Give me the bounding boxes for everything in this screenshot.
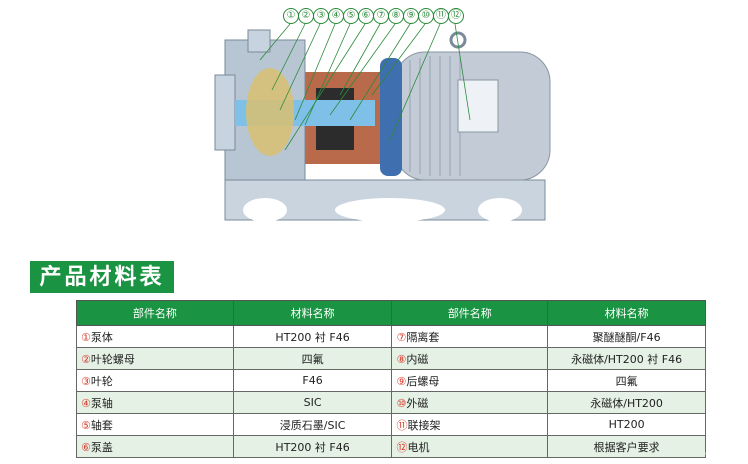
callout-1: ① xyxy=(283,8,299,24)
table-header-row: 部件名称 材料名称 部件名称 材料名称 xyxy=(76,300,706,326)
callout-3: ③ xyxy=(313,8,329,24)
base-cutout xyxy=(243,198,287,222)
base-cutout xyxy=(478,198,522,222)
part-cell: ①泵体 xyxy=(76,325,234,348)
part-number: ⑨ xyxy=(396,374,407,388)
impeller xyxy=(246,68,294,156)
material-cell: 永磁体/HT200 xyxy=(547,391,706,414)
header-material-name: 材料名称 xyxy=(232,300,393,326)
part-name: 后螺母 xyxy=(406,374,440,388)
material-cell: 四氟 xyxy=(547,369,706,392)
part-cell: ⑩外磁 xyxy=(391,391,549,414)
callout-6: ⑥ xyxy=(358,8,374,24)
part-name: 隔离套 xyxy=(406,330,440,344)
part-name: 联接架 xyxy=(407,418,441,432)
material-cell: HT200 xyxy=(547,413,706,436)
part-cell: ⑦隔离套 xyxy=(391,325,549,348)
part-name: 叶轮螺母 xyxy=(90,352,135,366)
part-cell: ⑤轴套 xyxy=(76,413,234,436)
part-number: ② xyxy=(81,352,91,366)
material-cell: 浸质石墨/SIC xyxy=(232,413,393,436)
part-cell: ⑪联接架 xyxy=(391,413,549,436)
part-cell: ⑫电机 xyxy=(391,435,549,458)
watermark: e-yur xyxy=(704,446,736,460)
part-name: 轴套 xyxy=(90,418,113,432)
motor-flange xyxy=(380,58,402,176)
header-material-name: 材料名称 xyxy=(547,300,706,326)
callout-5: ⑤ xyxy=(343,8,359,24)
base-cutout xyxy=(335,198,445,222)
material-cell: SIC xyxy=(232,391,393,414)
part-number: ⑧ xyxy=(396,352,407,366)
part-name: 泵轴 xyxy=(90,396,113,410)
part-number: ⑩ xyxy=(396,396,407,410)
material-cell: F46 xyxy=(232,369,393,392)
part-name: 泵盖 xyxy=(90,440,113,454)
callout-9: ⑨ xyxy=(403,8,419,24)
pump-cutaway-diagram xyxy=(214,23,551,222)
part-number: ⑫ xyxy=(396,440,408,454)
callout-8: ⑧ xyxy=(388,8,404,24)
material-cell: HT200 衬 F46 xyxy=(232,325,393,348)
section-title: 产品材料表 xyxy=(30,261,174,293)
part-cell: ④泵轴 xyxy=(76,391,234,414)
part-cell: ⑥泵盖 xyxy=(76,435,234,458)
material-cell: 永磁体/HT200 衬 F46 xyxy=(547,347,706,370)
callout-11: ⑪ xyxy=(433,8,449,24)
part-name: 叶轮 xyxy=(90,374,113,388)
material-cell: 根据客户要求 xyxy=(547,435,706,458)
part-name: 泵体 xyxy=(90,330,113,344)
material-cell: 聚醚醚酮/F46 xyxy=(547,325,706,348)
callout-10: ⑩ xyxy=(418,8,434,24)
part-number: ④ xyxy=(81,396,91,410)
part-number: ① xyxy=(81,330,91,344)
callout-2: ② xyxy=(298,8,314,24)
motor-terminal-box xyxy=(457,79,499,133)
part-name: 电机 xyxy=(407,440,430,454)
part-cell: ⑧内磁 xyxy=(391,347,549,370)
part-number: ③ xyxy=(81,374,91,388)
callout-12: ⑫ xyxy=(448,8,464,24)
part-number: ⑥ xyxy=(81,440,91,454)
callout-lines xyxy=(259,23,471,151)
part-number: ⑪ xyxy=(396,418,408,432)
lifting-eye xyxy=(449,31,467,49)
header-part-name: 部件名称 xyxy=(391,300,549,326)
header-part-name: 部件名称 xyxy=(76,300,234,326)
outlet-flange xyxy=(247,29,271,53)
part-number: ⑦ xyxy=(396,330,407,344)
callout-4: ④ xyxy=(328,8,344,24)
part-name: 内磁 xyxy=(406,352,429,366)
part-cell: ②叶轮螺母 xyxy=(76,347,234,370)
part-cell: ⑨后螺母 xyxy=(391,369,549,392)
callout-7: ⑦ xyxy=(373,8,389,24)
part-name: 外磁 xyxy=(406,396,429,410)
part-cell: ③叶轮 xyxy=(76,369,234,392)
part-number: ⑤ xyxy=(81,418,91,432)
material-cell: 四氟 xyxy=(232,347,393,370)
material-cell: HT200 衬 F46 xyxy=(232,435,393,458)
inlet-flange xyxy=(214,74,236,151)
